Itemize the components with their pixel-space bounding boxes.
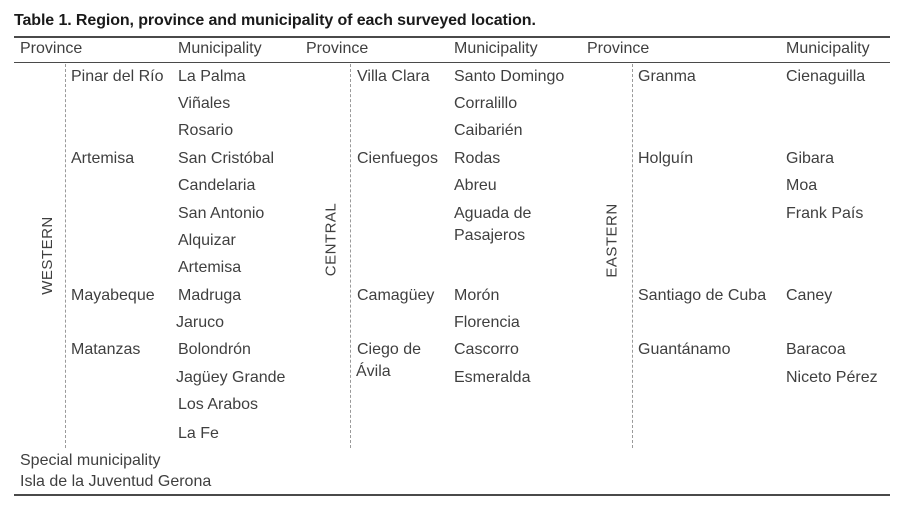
region-label-eastern: EASTERN [603,203,621,278]
municipality-cell: Rosario [178,122,234,139]
municipality-cell: Morón [454,287,500,304]
municipality-cell: Florencia [454,314,520,331]
header-municipality-1: Municipality [178,40,262,57]
header-province-1: Province [20,40,83,57]
footer-special-municipality: Special municipality [20,452,161,469]
table-header-rule [14,62,890,63]
western-divider [65,64,66,448]
footer-isla-juventud: Isla de la Juventud Gerona [20,473,212,490]
municipality-cell: San Cristóbal [178,150,275,167]
municipality-cell: San Antonio [178,205,265,222]
municipality-cell: Gibara [786,150,835,167]
municipality-cell: Bolondrón [178,341,251,358]
municipality-cell: Esmeralda [454,369,531,386]
header-municipality-3: Municipality [786,40,870,57]
province-cell: Matanzas [71,341,141,358]
table-caption: Table 1. Region, province and municipali… [14,12,536,29]
province-cell-line2: Ávila [356,363,391,380]
municipality-cell: Rodas [454,150,501,167]
municipality-cell: La Fe [178,425,219,442]
province-cell: Santiago de Cuba [638,287,767,304]
municipality-cell: Artemisa [178,259,242,276]
header-municipality-2: Municipality [454,40,538,57]
province-cell: Pinar del Río [71,68,164,85]
municipality-cell: Candelaria [178,177,256,194]
table-bottom-rule [14,494,890,496]
municipality-cell: Moa [786,177,818,194]
table-top-rule [14,36,890,38]
municipality-cell: Cienaguilla [786,68,866,85]
municipality-cell: Madruga [178,287,242,304]
header-province-3: Province [587,40,650,57]
province-cell: Mayabeque [71,287,155,304]
municipality-cell: Caibarién [454,122,523,139]
municipality-cell: Caney [786,287,833,304]
municipality-cell: Pasajeros [454,227,526,244]
municipality-cell: Cascorro [454,341,519,358]
province-cell: Granma [638,68,696,85]
municipality-cell: Jagüey Grande [176,369,286,386]
province-cell: Guantánamo [638,341,731,358]
municipality-cell: Baracoa [786,341,846,358]
province-cell: Cienfuegos [357,150,438,167]
province-cell: Ciego de [357,341,422,358]
province-cell: Holguín [638,150,694,167]
municipality-cell: Aguada de [454,205,532,222]
municipality-cell: Viñales [178,95,231,112]
municipality-cell: Los Arabos [178,396,259,413]
municipality-cell: Santo Domingo [454,68,565,85]
province-cell: Villa Clara [357,68,430,85]
municipality-cell: Frank País [786,205,864,222]
province-cell: Camagüey [357,287,435,304]
eastern-divider [632,64,633,448]
municipality-cell: Jaruco [176,314,225,331]
municipality-cell: Niceto Pérez [786,369,878,386]
municipality-cell: Corralillo [454,95,518,112]
central-divider [350,64,351,448]
province-cell: Artemisa [71,150,135,167]
header-province-2: Province [306,40,369,57]
municipality-cell: Abreu [454,177,497,194]
region-label-western: WESTERN [38,216,56,295]
municipality-cell: Alquizar [178,232,236,249]
region-label-central: CENTRAL [322,202,340,277]
municipality-cell: La Palma [178,68,246,85]
